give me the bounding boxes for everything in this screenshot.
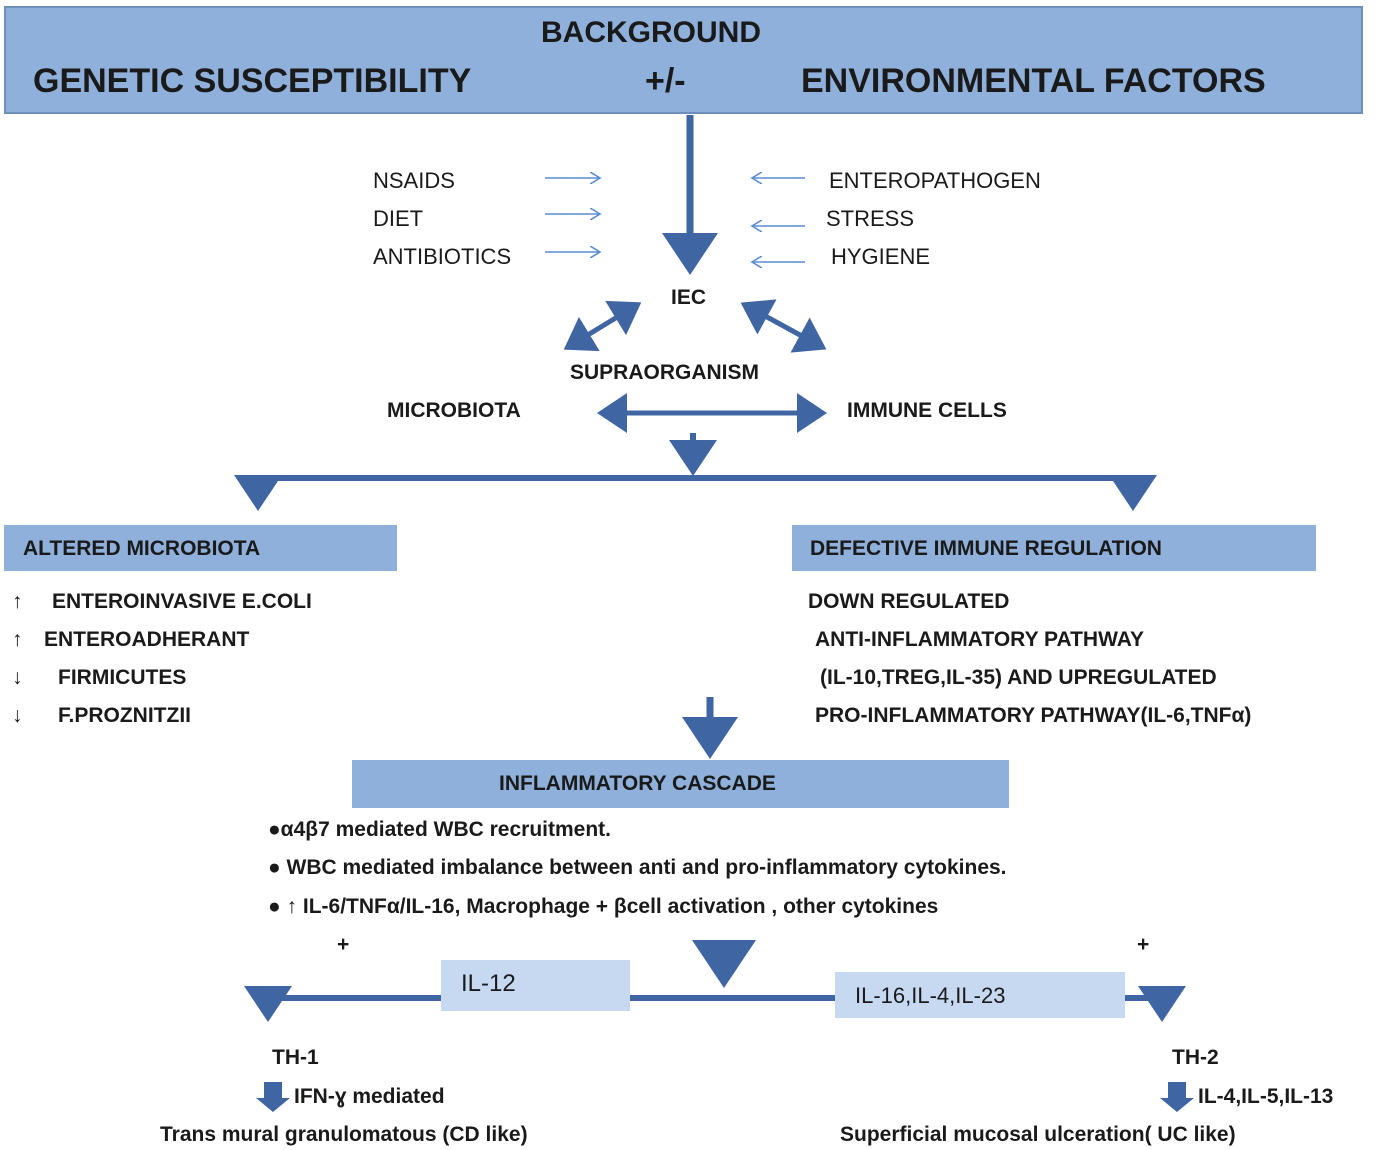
th1-outcome: Trans mural granulomatous (CD like) <box>160 1123 528 1146</box>
th1-mediator: IFN-ɣ mediated <box>294 1085 445 1108</box>
th2-outcome: Superficial mucosal ulceration( UC like) <box>840 1123 1236 1146</box>
immune-cells-label: IMMUNE CELLS <box>847 399 1007 422</box>
defective-immune-box <box>792 525 1316 571</box>
block-arrow-th2 <box>1160 1082 1194 1112</box>
il12-box <box>441 960 630 1011</box>
microbiota-item-arrow: ↑ <box>12 590 23 613</box>
altered-microbiota-title: ALTERED MICROBIOTA <box>23 537 261 560</box>
iec-label: IEC <box>671 286 707 309</box>
plus-minus-label: +/- <box>645 62 686 100</box>
arrow-iec-left <box>563 300 642 352</box>
plus-right: + <box>1137 933 1150 956</box>
factor-nsaids: NSAIDS <box>373 168 455 193</box>
background-box <box>4 6 1363 114</box>
microbiota-item-arrow: ↑ <box>12 628 23 651</box>
inflammatory-cascade-title: INFLAMMATORY CASCADE <box>499 772 776 795</box>
th2-label: TH-2 <box>1172 1046 1219 1069</box>
factor-enteropathogen: ENTEROPATHOGEN <box>829 168 1041 193</box>
cascade-bullet: ●α4β7 mediated WBC recruitment. <box>268 818 611 841</box>
cascade-bullet: ● ↑ IL-6/TNFα/IL-16, Macrophage + βcell … <box>268 895 939 918</box>
block-arrow-th1 <box>256 1082 290 1112</box>
microbiota-item-text: ENTEROINVASIVE E.COLI <box>52 590 312 613</box>
plus-left: + <box>337 933 350 956</box>
cascade-bullet: ● WBC mediated imbalance between anti an… <box>268 856 1007 879</box>
th1-label: TH-1 <box>272 1046 319 1069</box>
altered-microbiota-box <box>4 525 397 571</box>
factor-hygiene: HYGIENE <box>831 244 931 269</box>
inflammatory-cascade-box <box>352 760 1009 808</box>
microbiota-item-text: FIRMICUTES <box>58 666 187 689</box>
defective-immune-line: ANTI-INFLAMMATORY PATHWAY <box>815 628 1144 651</box>
il16-box <box>835 972 1125 1018</box>
genetic-susceptibility-label: GENETIC SUSCEPTIBILITY <box>33 62 472 100</box>
factor-antibiotics: ANTIBIOTICS <box>373 244 512 269</box>
microbiota-item-arrow: ↓ <box>12 704 23 727</box>
th2-mediator: IL-4,IL-5,IL-13 <box>1198 1085 1334 1108</box>
defective-immune-line: (IL-10,TREG,IL-35) AND UPREGULATED <box>820 666 1217 689</box>
il16-label: IL-16,IL-4,IL-23 <box>855 983 1006 1008</box>
environmental-factors-label: ENVIRONMENTAL FACTORS <box>801 62 1266 100</box>
microbiota-item-text: F.PROZNITZII <box>58 704 191 727</box>
factor-diet: DIET <box>373 206 424 231</box>
background-title: BACKGROUND <box>541 16 761 49</box>
defective-immune-line: PRO-INFLAMMATORY PATHWAY(IL-6,TNFα) <box>815 704 1252 727</box>
arrow-iec-right <box>740 299 827 353</box>
il12-label: IL-12 <box>461 970 516 997</box>
defective-immune-title: DEFECTIVE IMMUNE REGULATION <box>810 537 1162 560</box>
factor-stress: STRESS <box>826 206 915 231</box>
microbiota-label: MICROBIOTA <box>387 399 521 422</box>
defective-immune-line: DOWN REGULATED <box>808 590 1010 613</box>
supraorganism-label: SUPRAORGANISM <box>570 361 760 384</box>
microbiota-item-arrow: ↓ <box>12 666 23 689</box>
microbiota-item-text: ENTEROADHERANT <box>44 628 250 651</box>
